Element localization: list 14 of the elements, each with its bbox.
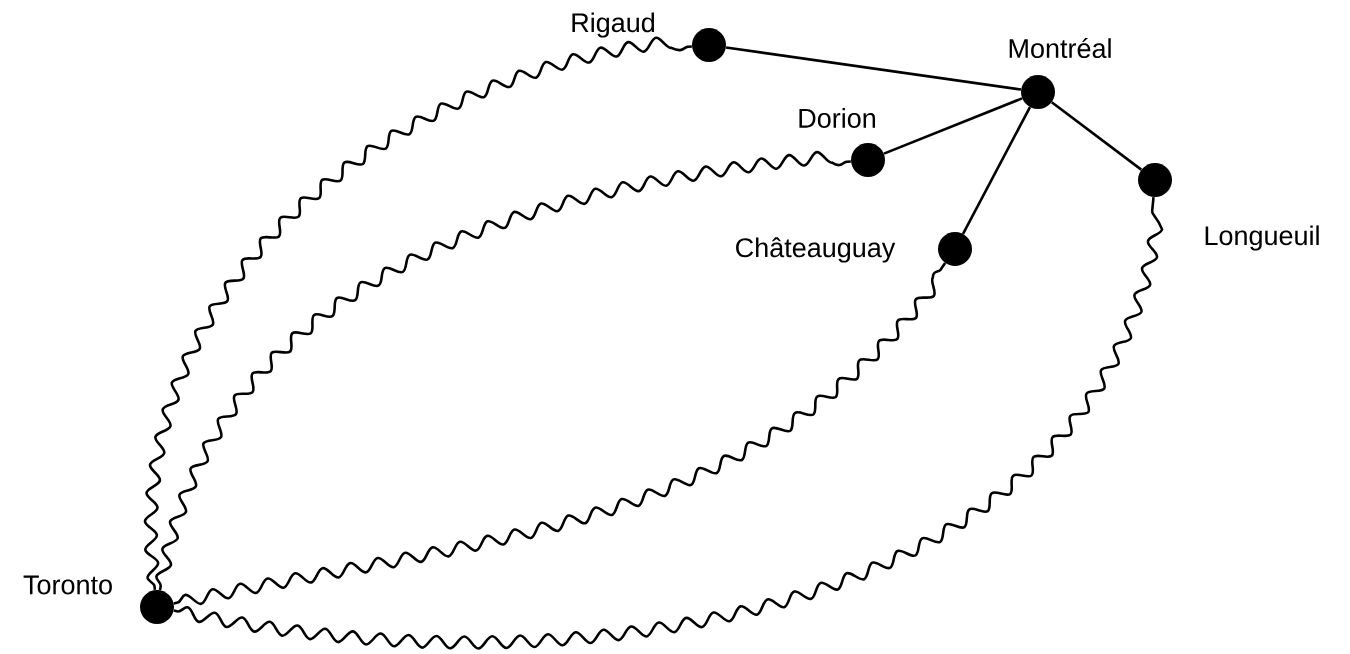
wavy-line [143, 36, 693, 591]
line [1050, 101, 1143, 171]
wavy-line [155, 150, 852, 591]
line [961, 106, 1032, 235]
city-label: Longueuil [1205, 225, 1319, 251]
city-label: Montréal [1009, 37, 1111, 59]
wavy-line [173, 262, 947, 606]
city-label: Dorion [799, 108, 875, 128]
city-label: Châteauguay [736, 237, 896, 263]
wavy-line [173, 197, 1164, 650]
city-label: Rigaud [572, 12, 655, 38]
line [725, 46, 1022, 91]
line [883, 97, 1023, 155]
city-label: Toronto [23, 575, 112, 595]
